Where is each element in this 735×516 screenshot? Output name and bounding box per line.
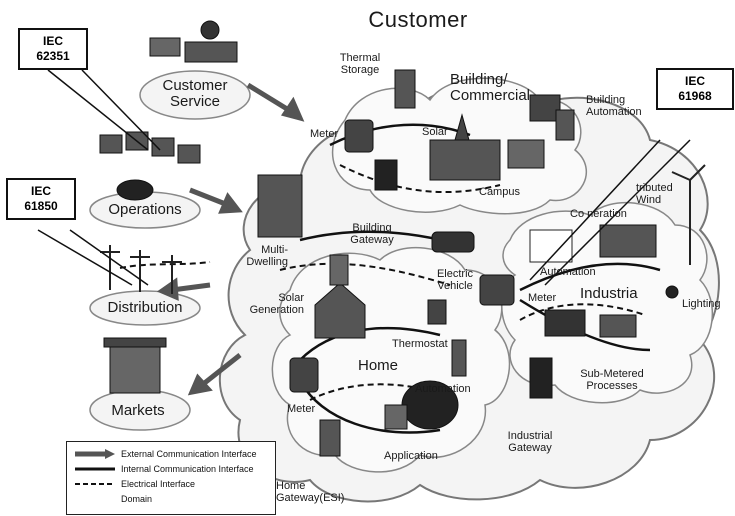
industrial-gateway-icon — [529, 357, 553, 399]
external-comm-swatch — [75, 449, 115, 459]
legend-row-internal: Internal Communication Interface — [73, 463, 273, 475]
home-meter-icon — [289, 357, 319, 393]
solar-panel-icon — [507, 139, 545, 169]
building-automation-label: Building Automation — [586, 94, 642, 118]
legend-row-external: External Communication Interface — [73, 448, 273, 460]
machinery-icon — [544, 309, 586, 337]
iec-61968-label: IEC 61968 — [678, 74, 712, 103]
utility-pole-icon — [100, 245, 182, 294]
distribution-label: Distribution — [107, 299, 183, 316]
lighting-icon — [665, 285, 679, 299]
industry-automation-icon — [529, 229, 573, 263]
building-gateway-label: Building Gateway — [350, 222, 394, 246]
legend-internal-label: Internal Communication Interface — [121, 464, 254, 474]
legend-row-domain: Domain — [73, 493, 273, 505]
customer-service-person-icon — [200, 20, 220, 40]
application-label: Application — [384, 450, 438, 462]
markets-building-icon — [109, 344, 161, 394]
industrial-label: Industria — [580, 285, 638, 302]
legend-domain-label: Domain — [121, 494, 153, 504]
meter-industry-label: Meter — [528, 292, 557, 304]
iec-pointers — [37, 69, 691, 286]
appliance-icon — [451, 339, 467, 377]
campus-label: Campus — [479, 186, 520, 198]
building-commercial-label: Building/ Commercial — [450, 71, 531, 104]
house-icon — [314, 282, 366, 339]
sub-metered-label: Sub-Metered Processes — [580, 368, 644, 392]
industry-meter-icon — [479, 274, 515, 306]
markets-label: Markets — [111, 402, 165, 419]
operations-screens-icon — [99, 134, 123, 154]
meter-icon — [344, 119, 374, 153]
legend-row-electrical: Electrical Interface — [73, 478, 273, 490]
solar-building-label: Solar — [422, 126, 448, 138]
home-label: Home — [358, 357, 399, 374]
cogeneration-icon — [599, 224, 657, 258]
industrial-gateway-label: Industrial Gateway — [507, 430, 553, 454]
solar-generation-label: Solar Generation — [249, 292, 304, 316]
operations-label: Operations — [108, 201, 182, 218]
automation-home-label: Automation — [415, 383, 471, 395]
iec-61850-box: IEC 61850 — [6, 178, 76, 220]
electrical-lines — [119, 164, 646, 401]
electric-vehicle-label: Electric Vehicle — [436, 268, 474, 292]
internal-comm-swatch — [75, 467, 115, 471]
home-gateway-label: Home Gateway(ESI) — [276, 480, 345, 504]
thermostat-icon — [427, 299, 447, 325]
electric-vehicle-icon — [431, 231, 475, 253]
distribution-cloud — [89, 290, 201, 326]
customer-service-cloud — [139, 70, 251, 120]
iec-62351-box: IEC 62351 — [18, 28, 88, 70]
automation-industry-label: Automation — [540, 266, 596, 278]
iec-61968-box: IEC 61968 — [656, 68, 734, 110]
iec-61850-label: IEC 61850 — [24, 184, 58, 213]
solar-generation-icon — [329, 254, 349, 286]
thermal-storage-icon — [394, 69, 416, 109]
meter-home-label: Meter — [287, 403, 316, 415]
device-icons — [99, 20, 706, 457]
campus-icon — [429, 139, 501, 181]
diagram-title: Customer — [368, 7, 468, 32]
lighting-label: Lighting — [682, 298, 721, 310]
customer-service-label: Customer Service — [162, 77, 228, 110]
legend-electrical-label: Electrical Interface — [121, 479, 196, 489]
building-gateway-icon — [374, 159, 398, 191]
thermostat-label: Thermostat — [392, 338, 448, 350]
legend-external-label: External Communication Interface — [121, 449, 257, 459]
customer-service-desk-icon — [184, 41, 238, 63]
multi-dwelling-icon — [257, 174, 303, 238]
electrical-swatch — [75, 483, 115, 485]
legend: External Communication Interface Interna… — [66, 441, 276, 515]
thermal-storage-label: Thermal Storage — [339, 52, 381, 76]
distributed-wind-label: tributed Wind — [636, 182, 673, 206]
building-automation-icon — [529, 94, 561, 122]
meter-building-label: Meter — [310, 128, 339, 140]
domain-swatch — [73, 493, 117, 505]
cogeneration-label: Co neration — [570, 208, 627, 220]
home-gateway-icon — [319, 419, 341, 457]
multi-dwelling-label: Multi- Dwelling — [246, 244, 288, 268]
wind-turbine-icon — [671, 164, 706, 265]
iec-62351-label: IEC 62351 — [36, 34, 70, 63]
